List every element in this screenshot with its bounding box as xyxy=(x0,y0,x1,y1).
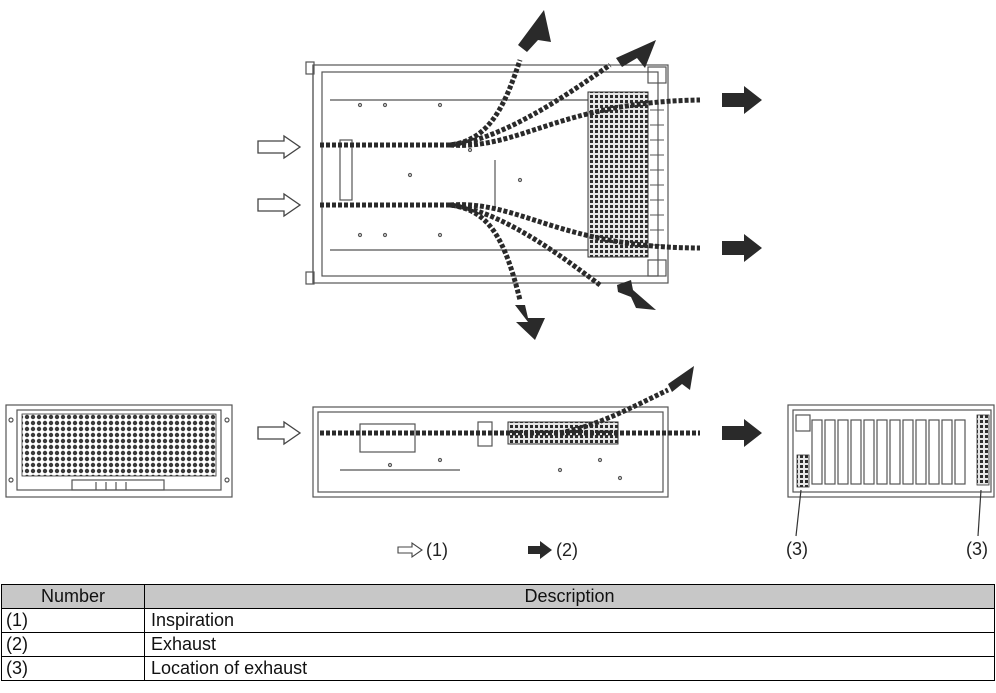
side-view-chassis xyxy=(312,406,669,498)
legend-inlet-arrow-icon xyxy=(397,541,423,559)
top-view-inlet-arrows xyxy=(257,134,302,218)
row-description: Location of exhaust xyxy=(144,656,995,681)
top-view-exhaust-arrows xyxy=(515,10,762,340)
front-view-chassis xyxy=(5,404,233,498)
row-number: (2) xyxy=(1,632,145,657)
exhaust-location-label-right: (3) xyxy=(966,539,988,559)
row-description: Inspiration xyxy=(144,608,995,633)
front-view-vent xyxy=(21,413,217,477)
rear-view-exhaust-vent-right xyxy=(976,414,990,486)
legend-table: Number Description (1) Inspiration (2) E… xyxy=(1,584,995,681)
header-number: Number xyxy=(1,584,145,609)
header-description: Description xyxy=(144,584,995,609)
row-number: (3) xyxy=(1,656,145,681)
legend-exhaust-arrow-icon xyxy=(528,541,552,559)
exhaust-location-leader-lines xyxy=(795,489,982,537)
legend-exhaust-label: (2) xyxy=(556,540,578,560)
table-row: (3) Location of exhaust xyxy=(1,656,995,681)
table-row: (1) Inspiration xyxy=(1,608,995,633)
row-number: (1) xyxy=(1,608,145,633)
side-view-inlet-arrow xyxy=(257,420,302,446)
top-view-card-slots xyxy=(650,109,664,246)
table-row: (2) Exhaust xyxy=(1,632,995,657)
table-header-row: Number Description xyxy=(1,584,995,609)
top-view-fan-grille xyxy=(587,91,649,258)
side-view-exhaust-arrows xyxy=(668,366,762,447)
row-description: Exhaust xyxy=(144,632,995,657)
airflow-diagram: (3) (3) (1) (2) xyxy=(5,10,995,560)
side-view-airflow-paths xyxy=(320,387,700,436)
legend-inlet-label: (1) xyxy=(426,540,448,560)
rear-view-chassis xyxy=(787,404,995,498)
exhaust-location-label-left: (3) xyxy=(786,539,808,559)
rear-view-exhaust-vent-left xyxy=(796,454,810,488)
top-view-airflow-paths xyxy=(320,59,701,301)
